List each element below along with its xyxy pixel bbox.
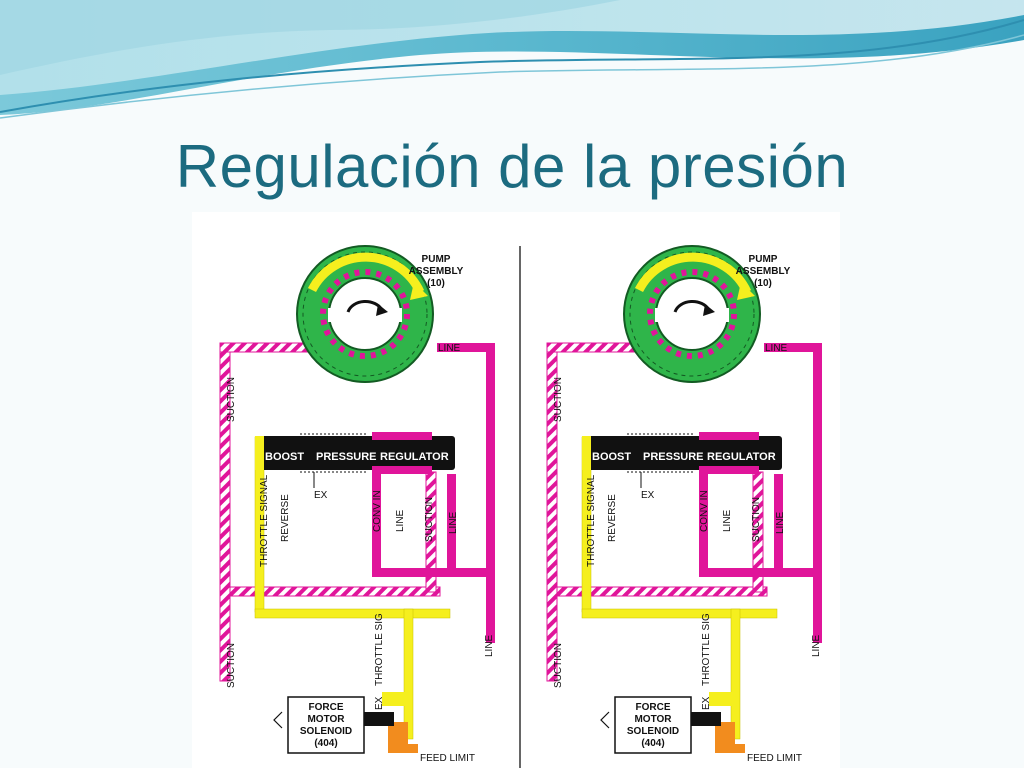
- line-label-right: LINE: [484, 634, 495, 657]
- solenoid-label-line1: FORCE: [309, 702, 344, 713]
- regulator-label: REGULATOR: [380, 451, 449, 463]
- throttle-signal-label: THROTTLE SIGNAL: [586, 474, 597, 567]
- line-pressure-right: [486, 343, 495, 643]
- pump-label-line3: (10): [427, 278, 445, 289]
- solenoid-label-line4: (404): [314, 738, 337, 749]
- suction-line-top: [219, 342, 311, 353]
- ex-label-solenoid: EX: [701, 696, 712, 710]
- suction-label-upper: SUCTION: [553, 377, 564, 422]
- throttle-sig-label: THROTTLE SIG: [701, 613, 712, 686]
- solenoid-label-line2: MOTOR: [307, 714, 345, 725]
- suction-label-regulator: SUCTION: [424, 497, 435, 542]
- feed-limit-label: FEED LIMIT: [747, 753, 802, 764]
- solenoid-label-line2: MOTOR: [634, 714, 672, 725]
- pressure-regulator-valve-left: BOOST PRESSURE REGULATOR: [255, 432, 455, 474]
- pump-label-line2: ASSEMBLY: [736, 266, 791, 277]
- hydraulic-diagrams: PUMP ASSEMBLY (10) LINE BOOST PRESSURE R…: [219, 245, 822, 768]
- pump-label-line1: PUMP: [422, 254, 451, 265]
- suction-label-lower: SUCTION: [226, 643, 237, 688]
- feed-limit-label: FEED LIMIT: [420, 753, 475, 764]
- regulator-label: REGULATOR: [707, 451, 776, 463]
- suction-label-lower: SUCTION: [553, 643, 564, 688]
- pump-label-line3: (10): [754, 278, 772, 289]
- reverse-label: REVERSE: [280, 494, 291, 542]
- throttle-signal-label: THROTTLE SIGNAL: [259, 474, 270, 567]
- boost-label: BOOST: [592, 451, 631, 463]
- line-pressure-down: [372, 474, 381, 574]
- pump-assembly-right: [623, 245, 761, 383]
- force-motor-solenoid-left: FORCE MOTOR SOLENOID (404): [273, 696, 394, 754]
- hydraulic-diagram-area: PUMP ASSEMBLY (10) LINE BOOST PRESSURE R…: [192, 212, 840, 768]
- pressure-regulator-valve-right: BOOST PRESSURE REGULATOR: [582, 432, 782, 474]
- line-label-riser: LINE: [448, 511, 459, 534]
- throttle-signal-solenoid-port: [382, 692, 412, 706]
- solenoid-label-line3: SOLENOID: [300, 726, 352, 737]
- header-wave-decoration: [0, 0, 1024, 130]
- solenoid-label-line1: FORCE: [636, 702, 671, 713]
- line-label-regulator: LINE: [722, 509, 733, 532]
- ex-label: EX: [641, 490, 655, 501]
- suction-label-regulator: SUCTION: [751, 497, 762, 542]
- pump-rotation-arrow: [307, 252, 425, 294]
- line-label: LINE: [765, 343, 788, 354]
- line-label-right: LINE: [811, 634, 822, 657]
- throttle-signal-cross: [254, 608, 451, 619]
- line-pressure-riser: [447, 474, 456, 574]
- solenoid-label-line3: SOLENOID: [627, 726, 679, 737]
- solenoid-label-line4: (404): [641, 738, 664, 749]
- suction-line-cross: [229, 586, 441, 597]
- boost-label: BOOST: [265, 451, 304, 463]
- diagram-left: PUMP ASSEMBLY (10) LINE BOOST PRESSURE R…: [219, 245, 495, 764]
- line-label: LINE: [438, 343, 461, 354]
- line-label-riser: LINE: [775, 511, 786, 534]
- slide-title: Regulación de la presión: [175, 133, 849, 200]
- line-label-regulator: LINE: [395, 509, 406, 532]
- pressure-label: PRESSURE: [643, 451, 704, 463]
- throttle-signal-down: [403, 608, 414, 740]
- feed-limit-port: [388, 722, 408, 744]
- feed-limit-line: [388, 744, 418, 753]
- conv-in-label: CONV IN: [699, 490, 710, 532]
- ex-label: EX: [314, 490, 328, 501]
- conv-in-label: CONV IN: [372, 490, 383, 532]
- line-pressure-top: [437, 343, 495, 352]
- force-motor-solenoid-right: FORCE MOTOR SOLENOID (404): [600, 696, 721, 754]
- pump-assembly-left: [296, 245, 434, 383]
- reverse-label: REVERSE: [607, 494, 618, 542]
- line-pressure-bottom: [372, 568, 487, 577]
- suction-label-upper: SUCTION: [226, 377, 237, 422]
- pump-label-line2: ASSEMBLY: [409, 266, 464, 277]
- diagram-right: PUMP ASSEMBLY (10) LINE BOOST PRESSURE R…: [546, 245, 822, 764]
- throttle-sig-label: THROTTLE SIG: [374, 613, 385, 686]
- pressure-label: PRESSURE: [316, 451, 377, 463]
- pump-label-line1: PUMP: [749, 254, 778, 265]
- ex-label-solenoid: EX: [374, 696, 385, 710]
